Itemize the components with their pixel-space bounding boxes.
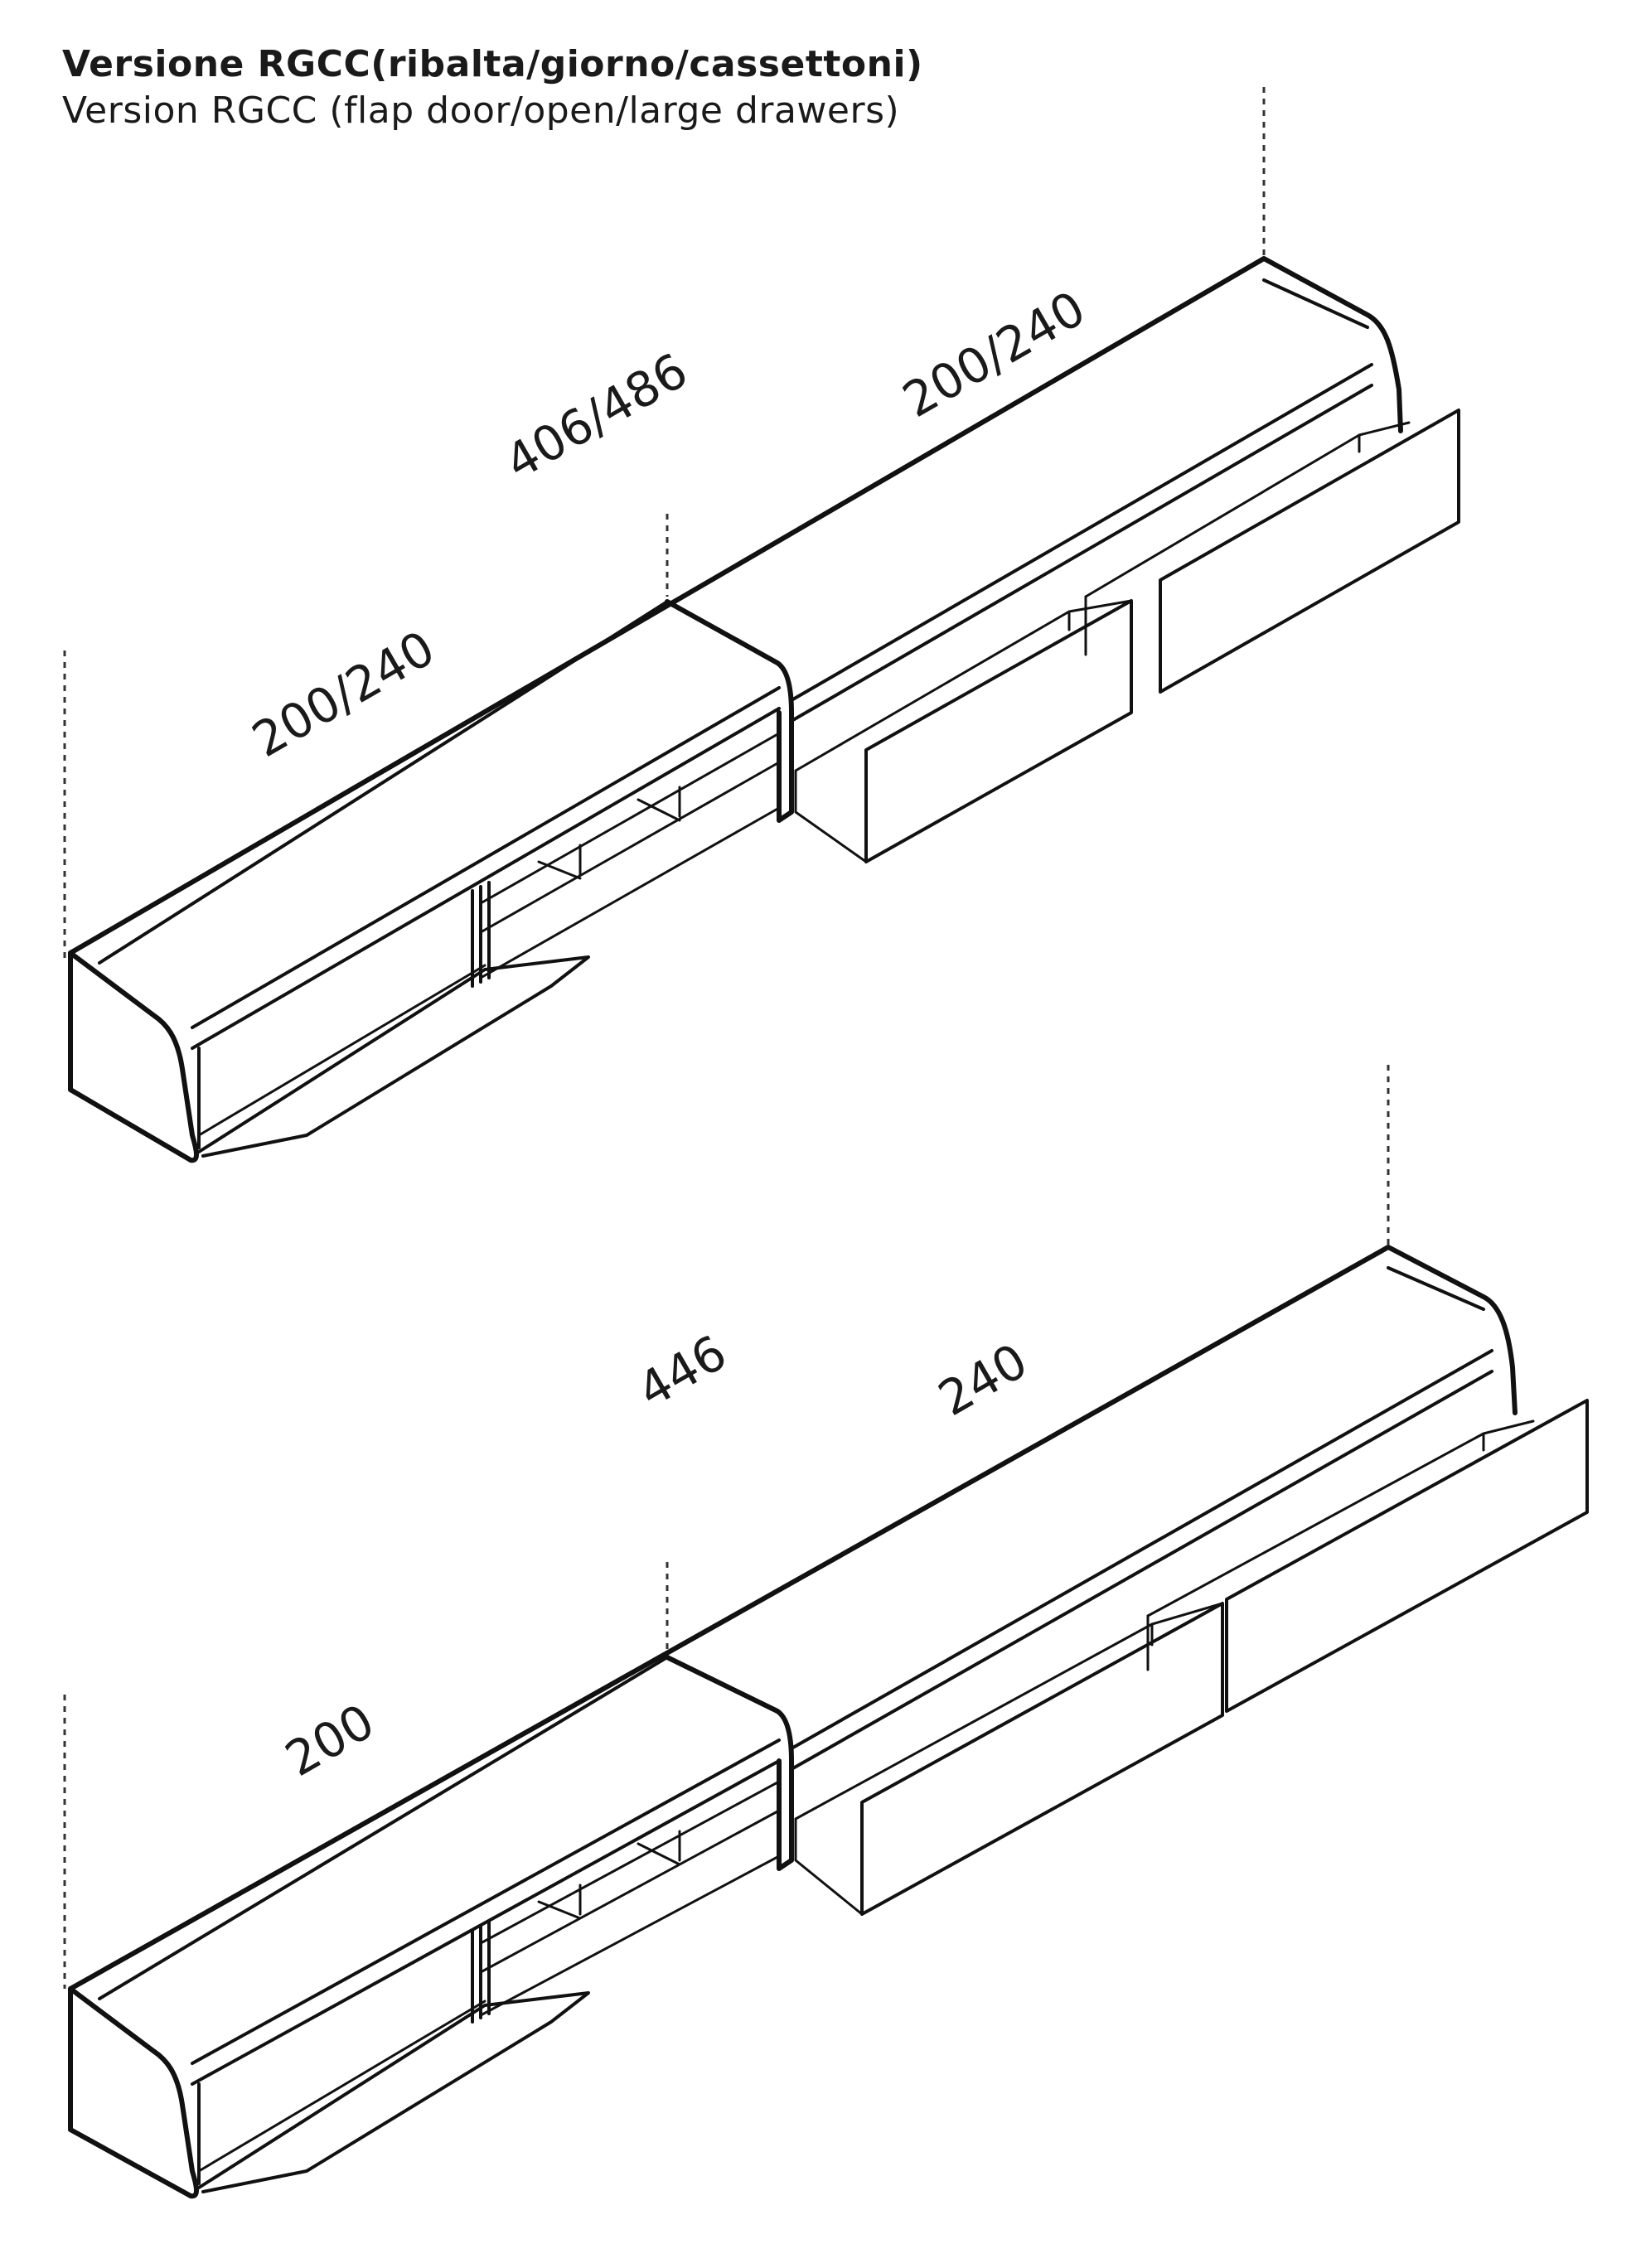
flap-door-edge-2 xyxy=(197,2000,486,2173)
drawer-2-front-2 xyxy=(1225,1399,1589,1713)
page-subtitle: Version RGCC (flap door/open/large drawe… xyxy=(62,89,900,132)
left-module-body xyxy=(197,881,491,1149)
drawer-1-box-2 xyxy=(794,1602,1224,1916)
left-end-panel xyxy=(68,950,199,1163)
left-end-panel-2 xyxy=(68,1986,199,2199)
right-module-shelf-front-2 xyxy=(790,1349,1493,1771)
drawer-1-box xyxy=(794,599,1133,863)
right-module-shelf-front xyxy=(790,363,1373,723)
page-title: Versione RGCC(ribalta/giorno/cassettoni) xyxy=(62,43,923,85)
left-module-right-side xyxy=(665,599,794,823)
unit-inner-top-edge-2 xyxy=(98,1266,1485,2000)
open-compartments-2 xyxy=(479,1780,781,2017)
dimension-left-2: 200 xyxy=(276,1693,384,1787)
drawer-divider xyxy=(1084,578,1162,694)
dimension-right-1: 200/240 xyxy=(893,280,1095,428)
drawer-1-front xyxy=(864,599,1133,863)
flap-door xyxy=(197,955,590,1158)
unit-top-edge xyxy=(68,256,1403,955)
unit-inner-top-edge xyxy=(98,278,1369,965)
left-module-body-2 xyxy=(197,1921,491,2185)
flap-door-edge xyxy=(197,964,486,1137)
title-block: Versione RGCC(ribalta/giorno/cassettoni)… xyxy=(62,41,923,134)
dimension-right-2: 240 xyxy=(929,1332,1037,1427)
open-compartments xyxy=(479,732,781,979)
left-module-right-side-2 xyxy=(665,1655,794,1871)
unit-diagram-1 xyxy=(63,87,1460,1163)
dimension-left-1: 200/240 xyxy=(243,620,444,768)
left-module-shelf-front xyxy=(191,686,781,1050)
drawer-1-front-2 xyxy=(860,1602,1224,1916)
unit-top-edge-2 xyxy=(68,1245,1518,1991)
dimension-total-1: 406/486 xyxy=(496,342,697,491)
drawer-divider-2 xyxy=(1146,1598,1228,1713)
unit-diagram-2 xyxy=(63,1065,1589,2199)
dimension-total-2: 446 xyxy=(628,1324,736,1419)
drawer-2-front xyxy=(1159,409,1460,694)
flap-door-2 xyxy=(197,1991,590,2193)
left-module-shelf-front-2 xyxy=(191,1738,781,2086)
